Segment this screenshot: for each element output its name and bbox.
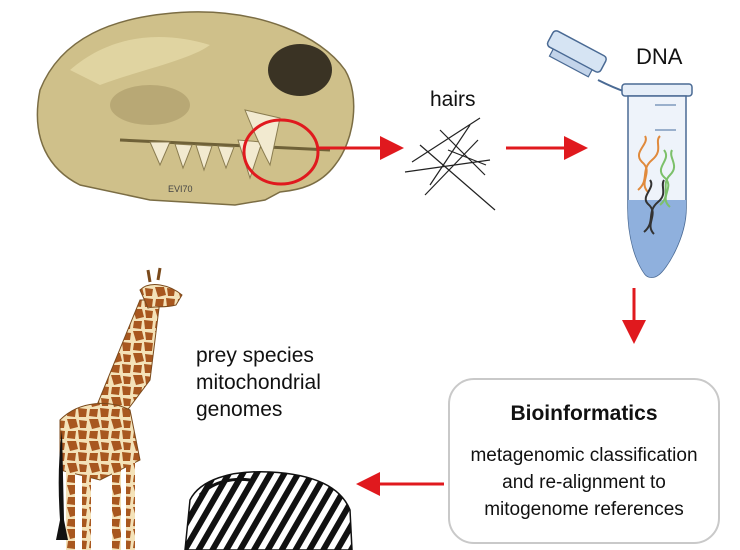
bioinformatics-description: metagenomic classification and re-alignm… xyxy=(450,442,718,523)
highlight-circle xyxy=(242,118,320,186)
dna-strand-green-icon xyxy=(659,149,675,208)
bioinformatics-description-line: metagenomic classification xyxy=(470,445,698,466)
hairs-icon xyxy=(404,117,496,211)
dna-strand-orange-icon xyxy=(637,135,661,193)
lion-skull-image: EVI70 xyxy=(36,11,355,206)
bioinformatics-title: Bioinformatics xyxy=(510,402,658,425)
dna-label: DNA xyxy=(636,44,683,69)
giraffe-image xyxy=(56,267,183,550)
dna-strand-dark-icon xyxy=(643,179,665,235)
dna-tube-icon xyxy=(546,30,693,278)
bioinformatics-description-line: mitogenome references xyxy=(484,499,684,520)
prey-species-label: prey species mitochondrial genomes xyxy=(196,342,376,423)
svg-text:EVI70: EVI70 xyxy=(168,184,193,194)
hairs-label: hairs xyxy=(430,88,476,111)
zebra-image xyxy=(184,471,353,550)
prey-label-line: prey species xyxy=(196,344,314,367)
prey-label-line: mitochondrial xyxy=(196,371,321,394)
prey-label-line: genomes xyxy=(196,398,283,421)
bioinformatics-description-line: and re-alignment to xyxy=(502,472,666,493)
bioinformatics-box: Bioinformatics metagenomic classificatio… xyxy=(448,378,720,544)
